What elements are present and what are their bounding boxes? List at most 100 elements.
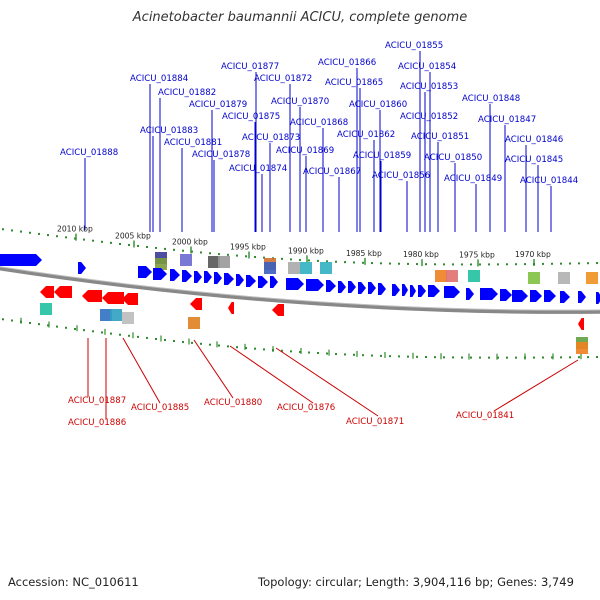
forward-gene-label: ACICU_01878	[192, 150, 250, 160]
forward-gene	[444, 286, 460, 298]
scale-dot	[218, 344, 220, 347]
forward-gene	[530, 290, 542, 302]
scale-dot	[587, 356, 589, 359]
feature-block	[528, 272, 540, 284]
reverse-gene	[122, 293, 138, 305]
scale-dot	[38, 232, 40, 235]
forward-gene	[138, 266, 152, 278]
scale-dot	[524, 263, 526, 266]
scale-dot	[335, 260, 337, 263]
feature-block	[208, 256, 220, 268]
forward-gene	[306, 279, 324, 291]
scale-dot	[155, 246, 157, 249]
scale-dot	[191, 250, 193, 253]
scale-dot	[578, 356, 580, 359]
forward-gene-label: ACICU_01859	[353, 151, 411, 161]
forward-gene-label: ACICU_01888	[60, 148, 118, 158]
scale-dot	[506, 356, 508, 359]
scale-dot	[281, 349, 283, 352]
scale-dot	[317, 259, 319, 262]
reverse-gene-label: ACICU_01841	[456, 411, 514, 421]
scale-dot	[353, 353, 355, 356]
scale-dot	[56, 325, 58, 328]
forward-gene	[466, 288, 474, 300]
forward-gene	[286, 278, 304, 290]
scale-dot	[569, 356, 571, 359]
scale-dot	[155, 337, 157, 340]
scale-dot	[344, 261, 346, 264]
scale-dot	[434, 263, 436, 266]
scale-dot	[182, 340, 184, 343]
scale-dot	[308, 351, 310, 354]
map-title: Acinetobacter baumannii ACICU, complete …	[132, 10, 468, 25]
scale-dot	[371, 262, 373, 265]
scale-dot	[461, 263, 463, 266]
scale-dot	[263, 348, 265, 351]
forward-gene	[270, 276, 278, 288]
scale-dot	[83, 329, 85, 332]
scale-dot	[38, 323, 40, 326]
reverse-leader	[493, 359, 579, 412]
forward-gene	[78, 262, 86, 274]
scale-dot	[92, 330, 94, 333]
scale-dot	[218, 253, 220, 256]
forward-gene	[428, 285, 440, 297]
scale-dot	[191, 341, 193, 344]
forward-gene	[500, 289, 512, 301]
scale-dot	[542, 262, 544, 265]
scale-dot	[389, 262, 391, 265]
scale-dot	[596, 262, 598, 265]
scale-dot	[506, 263, 508, 266]
scale-dot	[65, 236, 67, 239]
scale-dot	[11, 229, 13, 232]
feature-block	[288, 262, 300, 274]
scale-dot	[173, 248, 175, 251]
scale-dot	[173, 339, 175, 342]
tick-label: 1995 kbp	[230, 243, 266, 252]
forward-gene	[544, 290, 556, 302]
scale-dot	[488, 356, 490, 359]
forward-gene	[204, 271, 212, 283]
scale-dot	[245, 346, 247, 349]
scale-dot	[83, 238, 85, 241]
forward-gene-label: ACICU_01862	[337, 130, 395, 140]
backbone-highlight	[0, 266, 600, 311]
forward-gene-label: ACICU_01870	[271, 97, 329, 107]
scale-dot	[515, 263, 517, 266]
forward-gene-label: ACICU_01868	[290, 118, 348, 128]
accession-text: Accession: NC_010611	[8, 575, 139, 589]
scale-dot	[551, 262, 553, 265]
scale-dot	[596, 356, 598, 359]
scale-dot	[110, 332, 112, 335]
feature-block	[155, 258, 167, 270]
forward-gene	[480, 288, 498, 300]
forward-gene	[182, 270, 192, 282]
forward-gene-label: ACICU_01851	[411, 132, 469, 142]
tick-label: 1985 kbp	[346, 249, 382, 258]
forward-gene-label: ACICU_01860	[349, 100, 407, 110]
reverse-gene	[82, 290, 102, 302]
scale-dot	[137, 335, 139, 338]
scale-dot	[56, 235, 58, 238]
scale-dot	[29, 321, 31, 324]
forward-gene	[578, 291, 586, 303]
forward-gene	[170, 269, 180, 281]
scale-dot	[443, 356, 445, 359]
forward-gene	[338, 281, 346, 293]
genome-backbone	[0, 266, 600, 314]
scale-dot	[335, 352, 337, 355]
feature-block	[468, 270, 480, 282]
feature-block	[558, 272, 570, 284]
reverse-gene-label: ACICU_01871	[346, 417, 404, 427]
forward-gene-label: ACICU_01881	[164, 138, 222, 148]
reverse-gene	[40, 286, 54, 298]
forward-gene	[236, 274, 244, 286]
label-leaders	[84, 51, 579, 419]
scale-dot	[92, 239, 94, 242]
scale-dot	[263, 256, 265, 259]
tick-label: 2005 kbp	[115, 232, 151, 241]
scale-dot	[101, 240, 103, 243]
forward-gene	[214, 272, 222, 284]
scale-dot	[245, 255, 247, 258]
scale-dot	[29, 231, 31, 234]
